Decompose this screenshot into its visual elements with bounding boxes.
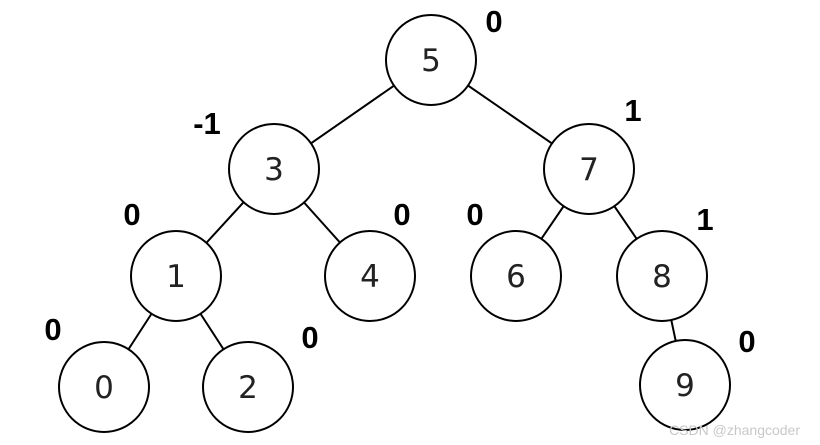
node-circle [543, 123, 635, 215]
node-circle [58, 341, 150, 433]
node-key: 6 [506, 259, 526, 295]
tree-node-6: 6 [470, 230, 562, 322]
balance-factor-2: 0 [301, 320, 318, 355]
balance-factor-8: 1 [696, 202, 713, 237]
node-key: 1 [166, 259, 186, 295]
balance-factor-5: 0 [485, 4, 502, 39]
node-circle [385, 14, 477, 106]
node-circle [616, 230, 708, 322]
watermark: CSDN @zhangcoder [669, 422, 800, 438]
node-circle [202, 341, 294, 433]
tree-node-9: 9 [639, 339, 731, 431]
node-key: 4 [360, 259, 380, 295]
balance-factor-1: 0 [123, 197, 140, 232]
balance-factor-3: -1 [193, 106, 221, 141]
node-key: 3 [264, 152, 284, 188]
node-circle [324, 230, 416, 322]
node-key: 7 [579, 152, 599, 188]
tree-node-3: 3 [228, 123, 320, 215]
node-circle [470, 230, 562, 322]
tree-node-5: 5 [385, 14, 477, 106]
tree-node-2: 2 [202, 341, 294, 433]
balance-factor-9: 0 [738, 324, 755, 359]
tree-node-7: 7 [543, 123, 635, 215]
balance-factor-7: 1 [624, 93, 641, 128]
node-key: 9 [675, 368, 695, 404]
tree-node-1: 1 [130, 230, 222, 322]
balance-factor-0: 0 [44, 312, 61, 347]
tree-node-0: 0 [58, 341, 150, 433]
node-key: 5 [421, 43, 441, 79]
node-key: 8 [652, 259, 672, 295]
node-key: 0 [94, 370, 114, 406]
node-key: 2 [238, 370, 258, 406]
node-circle [228, 123, 320, 215]
balance-factor-6: 0 [466, 197, 483, 232]
tree-node-4: 4 [324, 230, 416, 322]
node-circle [130, 230, 222, 322]
tree-node-8: 8 [616, 230, 708, 322]
balance-factor-4: 0 [393, 197, 410, 232]
node-circle [639, 339, 731, 431]
